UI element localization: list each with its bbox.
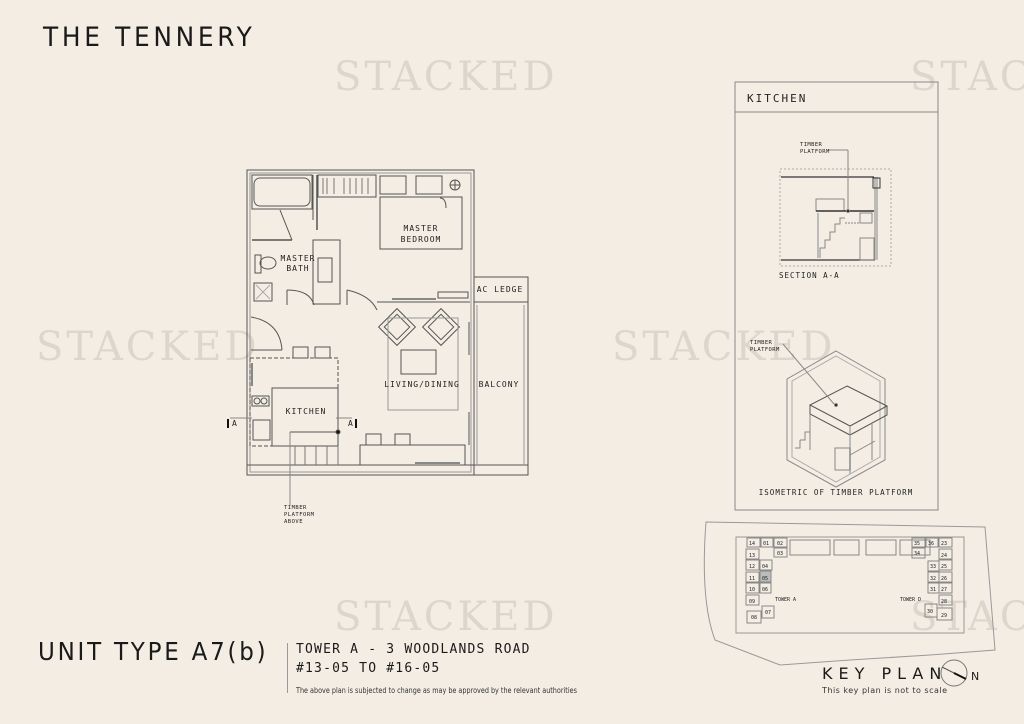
isometric-label: ISOMETRIC OF TIMBER PLATFORM: [759, 488, 913, 497]
unit-26: 26: [941, 576, 947, 582]
room-label-master-bath-2: BATH: [286, 264, 309, 273]
north-label: N: [971, 670, 980, 683]
tower-a-label: TOWER A: [775, 597, 796, 603]
disclaimer: The above plan is subjected to change as…: [296, 686, 577, 695]
unit-07: 07: [765, 610, 771, 616]
section-marker-left: A: [232, 419, 238, 428]
unit-01: 01: [763, 541, 769, 547]
unit-12: 12: [749, 564, 755, 570]
key-plan-note: This key plan is not to scale: [822, 686, 948, 695]
annotation-timber-platform-3: ABOVE: [284, 519, 303, 525]
unit-27: 27: [941, 587, 947, 593]
unit-range: #13-05 TO #16-05: [296, 661, 441, 676]
unit-11: 11: [749, 576, 755, 582]
room-label-master-bedroom-2: BEDROOM: [401, 235, 442, 244]
isometric-callout-2: PLATFORM: [750, 347, 780, 353]
room-label-kitchen: KITCHEN: [286, 407, 327, 416]
project-title: THE TENNERY: [43, 22, 256, 53]
unit-14: 14: [749, 541, 755, 547]
unit-28: 28: [941, 599, 947, 605]
unit-36: 36: [928, 541, 934, 547]
address-line: TOWER A - 3 WOODLANDS ROAD: [296, 642, 531, 657]
unit-03: 03: [777, 551, 783, 557]
unit-06: 06: [762, 587, 768, 593]
section-marker-right: A: [348, 419, 354, 428]
unit-35: 35: [914, 541, 920, 547]
unit-29: 29: [941, 613, 947, 619]
annotation-timber-platform: TIMBER: [284, 505, 307, 511]
section-callout: TIMBER: [800, 142, 823, 148]
key-plan-title: KEY PLAN: [822, 664, 948, 683]
room-label-living-dining: LIVING/DINING: [384, 380, 460, 389]
unit-08: 08: [751, 615, 757, 621]
room-label-master-bath: MASTER: [281, 254, 316, 263]
unit-10: 10: [749, 587, 755, 593]
unit-13: 13: [749, 553, 755, 559]
unit-24: 24: [941, 553, 947, 559]
divider: [287, 643, 288, 693]
unit-31: 31: [930, 587, 936, 593]
unit-23: 23: [941, 541, 947, 547]
unit-32: 32: [930, 576, 936, 582]
unit-33: 33: [930, 564, 936, 570]
unit-34: 34: [914, 551, 920, 557]
room-label-ac-ledge: AC LEDGE: [477, 285, 524, 294]
unit-30: 30: [927, 609, 933, 615]
unit-04: 04: [762, 564, 768, 570]
unit-09: 09: [749, 599, 755, 605]
room-label-master-bedroom: MASTER: [404, 224, 439, 233]
annotation-timber-platform-2: PLATFORM: [284, 512, 315, 518]
north-arrow-icon: [940, 659, 968, 687]
unit-type-title: UNIT TYPE A7(b): [38, 637, 269, 666]
section-a-a-label: SECTION A-A: [779, 271, 840, 280]
section-callout-2: PLATFORM: [800, 149, 830, 155]
tower-d-label: TOWER D: [900, 597, 921, 603]
unit-05-highlighted: 05: [762, 576, 768, 582]
panel-title-kitchen: KITCHEN: [747, 92, 807, 105]
isometric-callout: TIMBER: [750, 340, 773, 346]
room-label-balcony: BALCONY: [479, 380, 520, 389]
unit-25: 25: [941, 564, 947, 570]
unit-02: 02: [777, 541, 783, 547]
